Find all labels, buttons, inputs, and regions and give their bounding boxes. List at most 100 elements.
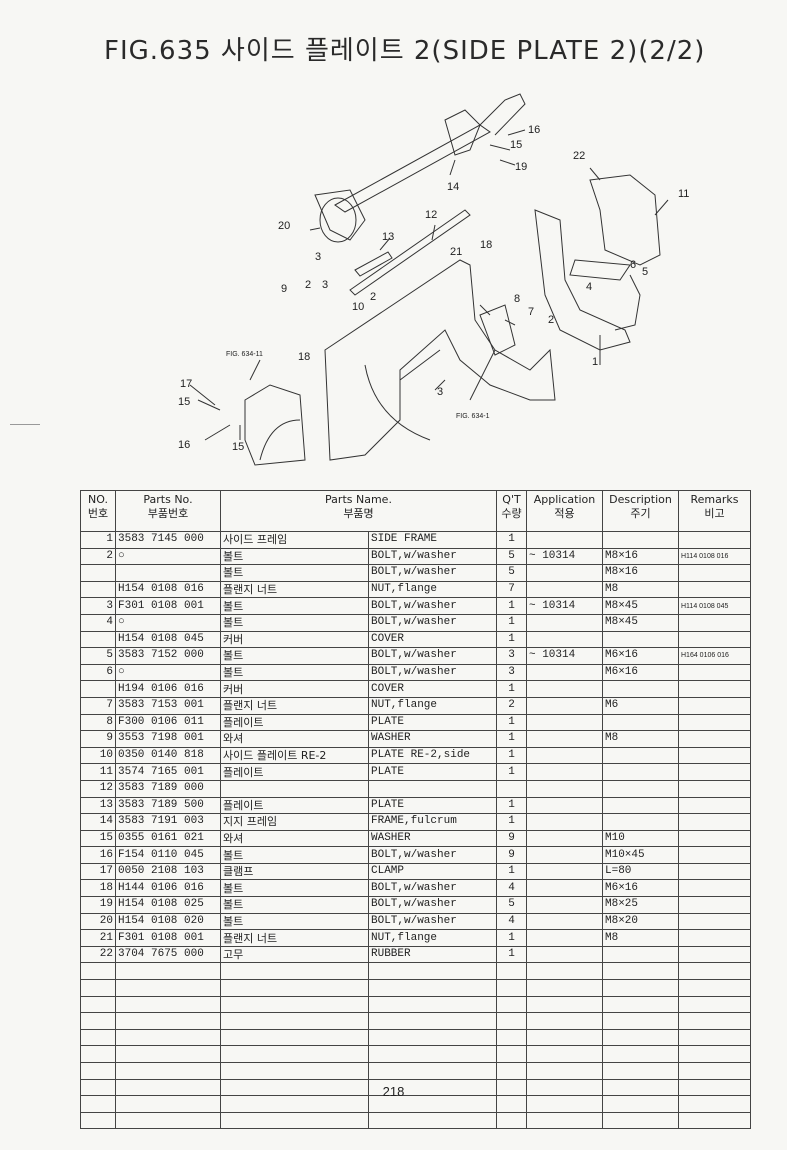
application-cell	[526, 696, 603, 715]
part-name-english-cell: PLATE	[368, 713, 497, 732]
remarks-cell: H114 0108 045	[678, 597, 751, 615]
remarks-cell	[678, 763, 751, 781]
part-number-cell: 3553 7198 001	[115, 730, 221, 748]
quantity-cell: 1	[496, 763, 527, 781]
part-name-korean-cell: 볼트	[220, 613, 369, 632]
row-number-cell: 16	[80, 846, 116, 864]
part-number-cell: H194 0106 016	[115, 680, 221, 698]
empty-cell	[678, 962, 751, 981]
row-number-cell: 7	[80, 696, 116, 715]
empty-cell	[602, 979, 679, 997]
empty-cell	[115, 1012, 221, 1030]
quantity-cell: 1	[496, 597, 527, 615]
empty-cell	[368, 995, 497, 1014]
remarks-cell	[678, 713, 751, 732]
row-number-cell: 18	[80, 879, 116, 898]
empty-table-row	[80, 995, 751, 1014]
page-number: 218	[382, 1084, 405, 1099]
quantity-cell: 5	[496, 547, 527, 566]
row-number-cell: 19	[80, 896, 116, 914]
row-number-cell: 4	[80, 613, 116, 632]
callout-label: 1	[592, 356, 598, 368]
part-name-korean-cell: 볼트	[220, 597, 369, 615]
row-number-cell	[80, 680, 116, 698]
part-name-english-cell: COVER	[368, 630, 497, 649]
quantity-cell: 1	[496, 730, 527, 748]
empty-cell	[678, 1012, 751, 1030]
part-number-cell: H154 0108 020	[115, 912, 221, 931]
description-cell: L=80	[602, 862, 679, 881]
empty-table-row	[80, 1012, 751, 1030]
quantity-cell: 7	[496, 580, 527, 599]
empty-cell	[80, 1062, 116, 1080]
remarks-cell	[678, 929, 751, 947]
empty-cell	[368, 1012, 497, 1030]
empty-table-row	[80, 1078, 751, 1097]
part-name-korean-cell: 고무	[220, 945, 369, 964]
callout-label: 16	[178, 439, 190, 451]
row-number-cell	[80, 630, 116, 649]
description-cell: M6×16	[602, 879, 679, 898]
diagram-drawing: 16 15 19 14 22 11 20 12 13 3 21 18 6 5 4…	[178, 93, 689, 466]
empty-table-row	[80, 979, 751, 997]
application-cell	[526, 846, 603, 864]
application-cell	[526, 829, 603, 848]
row-number-cell: 11	[80, 763, 116, 781]
remarks-cell	[678, 696, 751, 715]
part-name-korean-cell: 볼트	[220, 547, 369, 566]
part-number-cell: 0050 2108 103	[115, 862, 221, 881]
part-number-cell: ○	[115, 547, 221, 566]
row-number-cell: 3	[80, 597, 116, 615]
callout-label: 7	[528, 306, 534, 318]
part-name-english-cell: BOLT,w/washer	[368, 547, 497, 566]
quantity-cell: 5	[496, 896, 527, 914]
empty-table-row	[80, 1045, 751, 1063]
callout-label: 9	[281, 283, 287, 295]
part-name-korean-cell: 플레이트	[220, 713, 369, 732]
part-name-korean-cell: 플레이트	[220, 796, 369, 815]
part-name-korean-cell: 볼트	[220, 663, 369, 682]
remarks-cell	[678, 531, 751, 549]
empty-cell	[678, 1111, 751, 1130]
empty-cell	[602, 1062, 679, 1080]
remarks-cell	[678, 680, 751, 698]
callout-label: 3	[315, 251, 321, 263]
description-cell	[602, 680, 679, 698]
remarks-cell	[678, 813, 751, 831]
part-name-english-cell: PLATE	[368, 763, 497, 781]
empty-cell	[80, 995, 116, 1014]
row-number-cell: 22	[80, 945, 116, 964]
part-number-cell: H154 0108 016	[115, 580, 221, 599]
callout-label: 4	[586, 281, 592, 293]
remarks-cell	[678, 613, 751, 632]
part-number-cell: 0350 0140 818	[115, 746, 221, 765]
row-number-cell: 9	[80, 730, 116, 748]
part-name-korean-cell: 볼트	[220, 647, 369, 665]
part-number-cell: F154 0110 045	[115, 846, 221, 864]
quantity-cell: 1	[496, 813, 527, 831]
empty-cell	[220, 995, 369, 1014]
empty-cell	[220, 1062, 369, 1080]
part-name-english-cell: BOLT,w/washer	[368, 846, 497, 864]
empty-cell	[496, 1045, 527, 1063]
part-name-english-cell: BOLT,w/washer	[368, 879, 497, 898]
side-frame-shape	[534, 209, 631, 351]
application-cell	[526, 879, 603, 898]
description-cell	[602, 713, 679, 732]
empty-cell	[496, 1111, 527, 1130]
empty-cell	[80, 1028, 116, 1047]
part-name-english-cell: COVER	[368, 680, 497, 698]
part-name-korean-cell: 클램프	[220, 862, 369, 881]
empty-cell	[602, 1028, 679, 1047]
remarks-cell: H164 0106 016	[678, 647, 751, 665]
application-cell	[526, 663, 603, 682]
quantity-cell: 1	[496, 796, 527, 815]
description-cell: M8×16	[602, 547, 679, 566]
description-cell: M8×16	[602, 564, 679, 582]
